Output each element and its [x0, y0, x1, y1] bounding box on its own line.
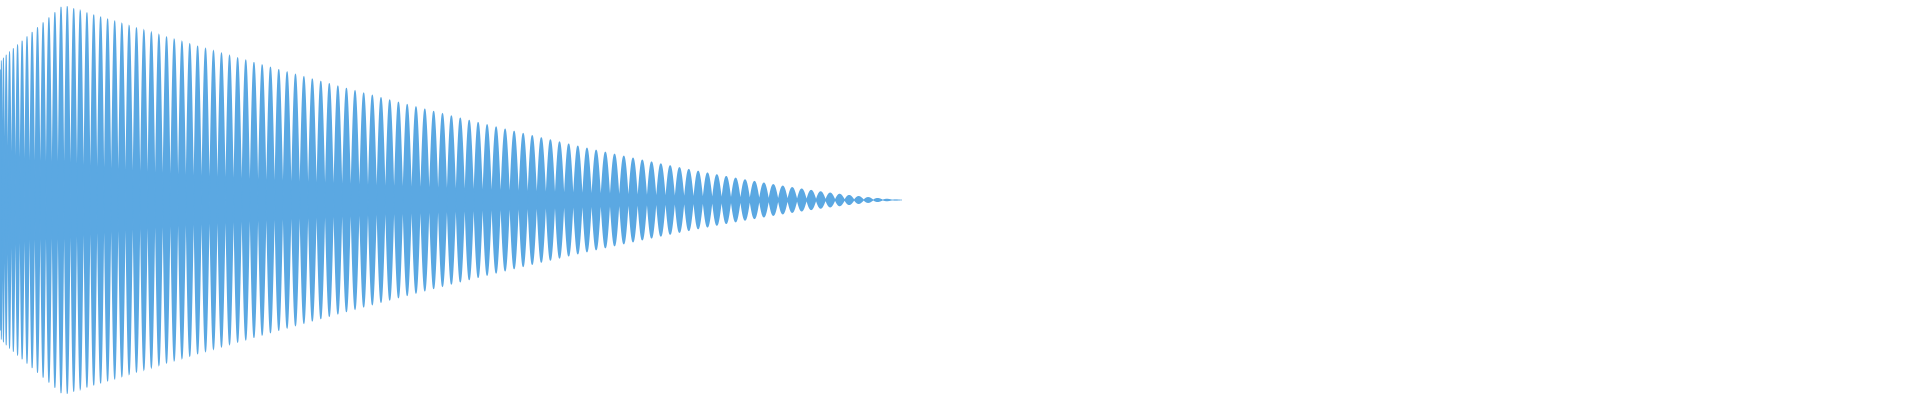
waveform-path	[0, 6, 902, 394]
